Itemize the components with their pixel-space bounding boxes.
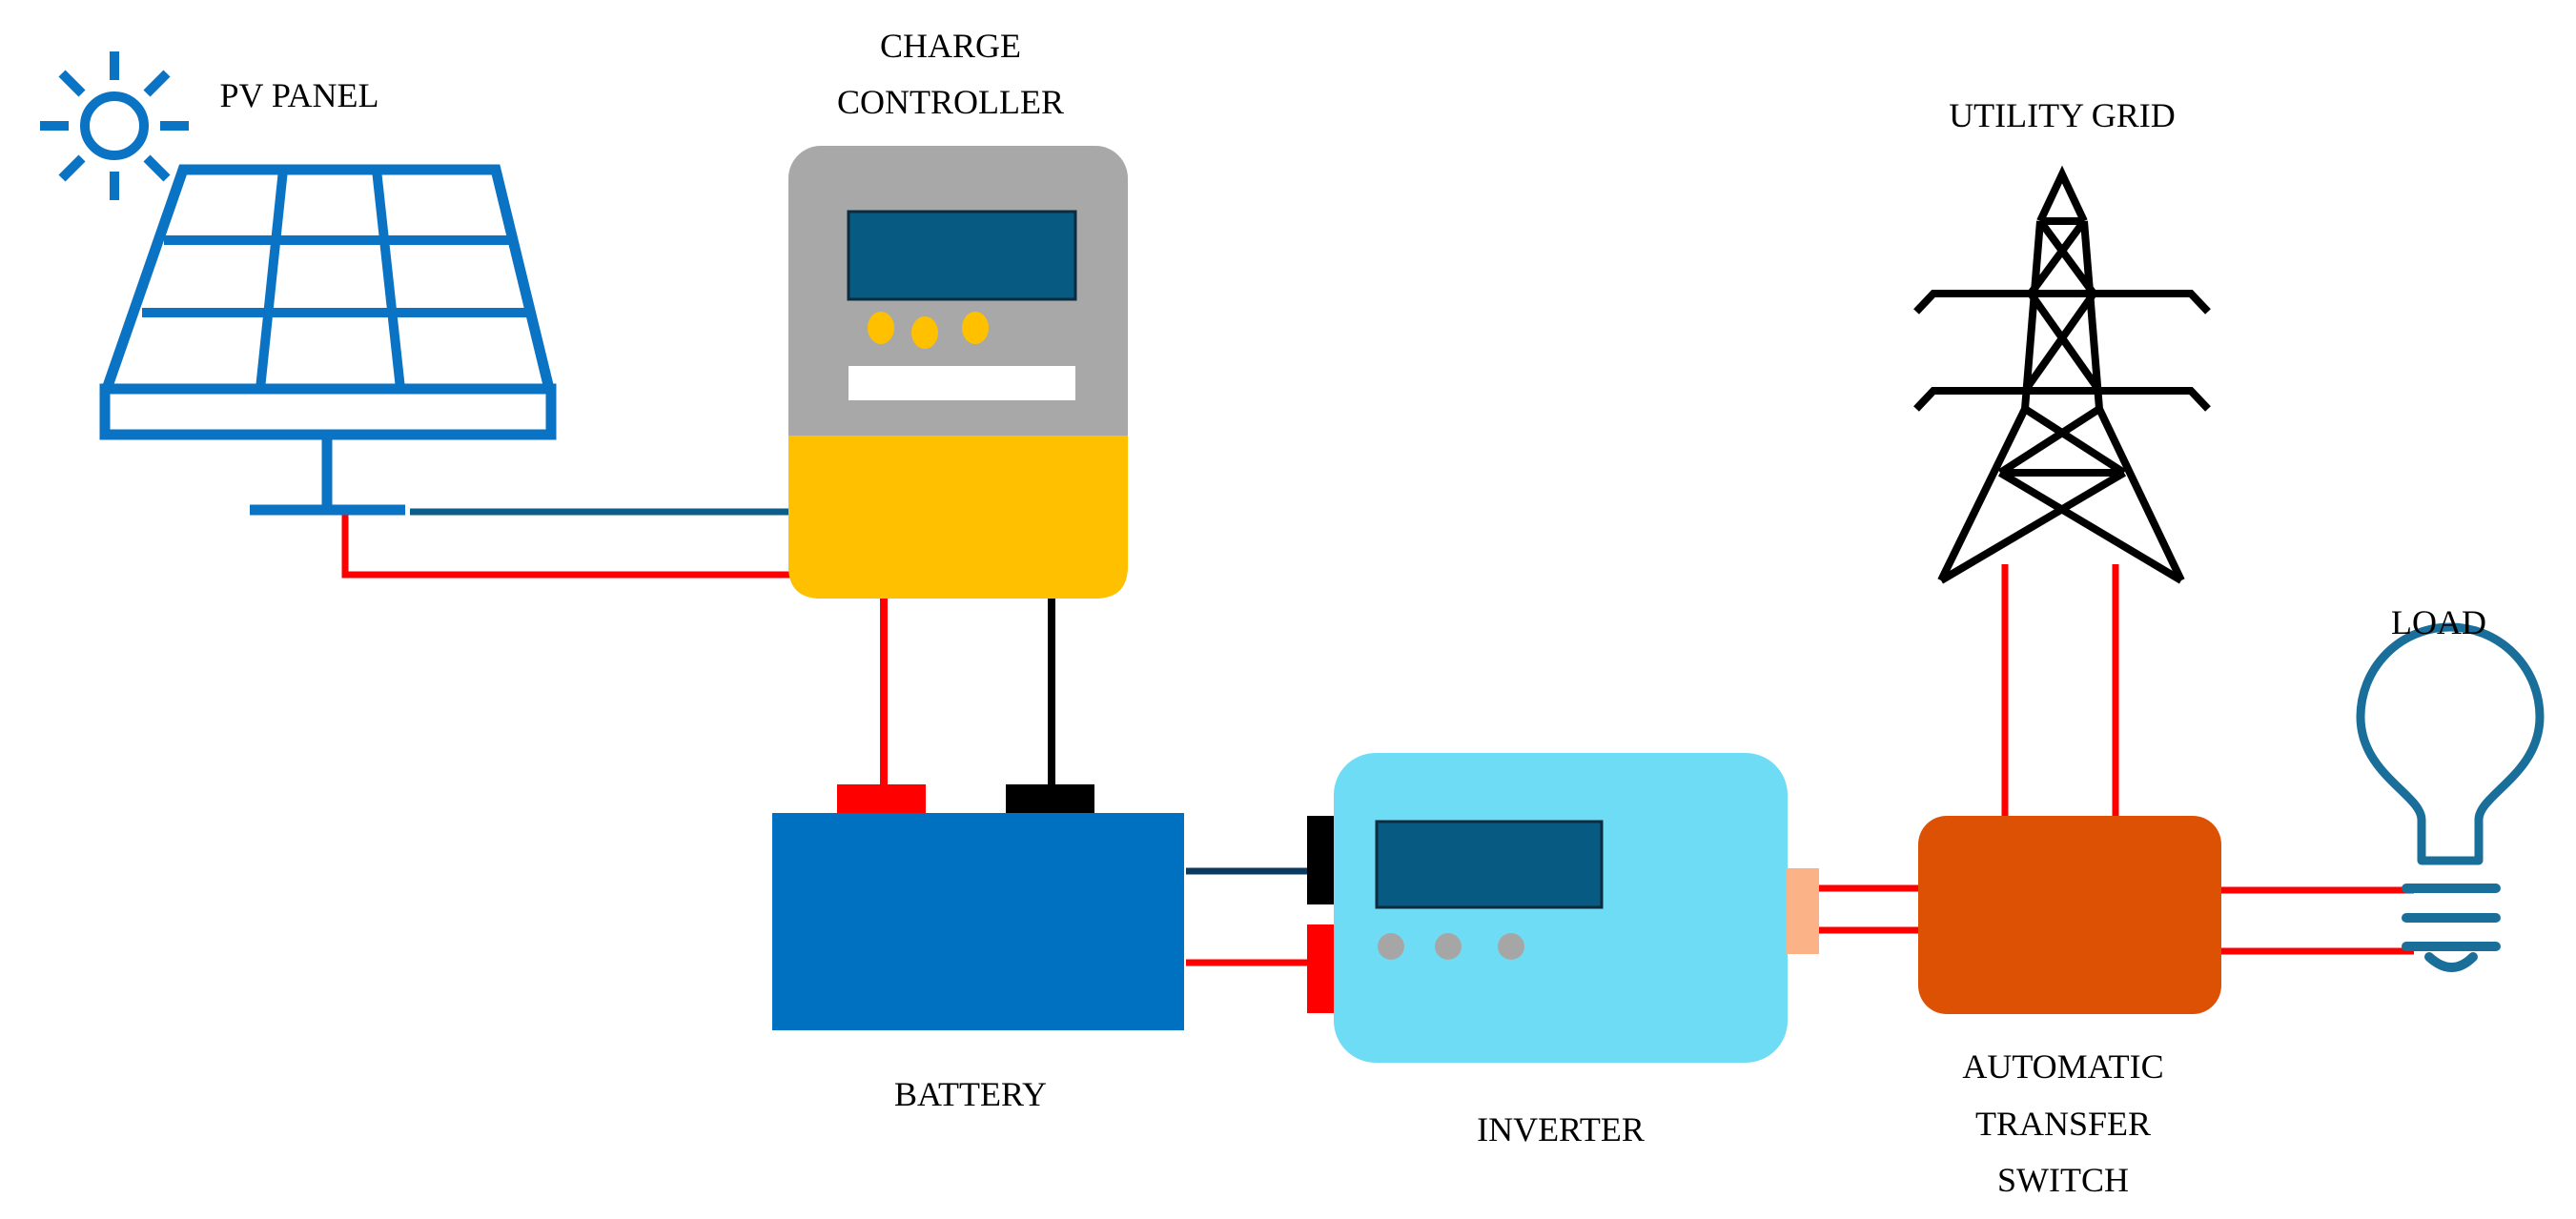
- battery-positive-terminal: [837, 784, 926, 813]
- inverter-display: [1375, 820, 1604, 909]
- inverter: [1307, 753, 1819, 1063]
- charge-controller-label-line2: CONTROLLER: [837, 83, 1064, 121]
- battery-negative-terminal: [1006, 784, 1094, 813]
- pv-positive-wire: [341, 512, 793, 579]
- labels: PV PANEL CHARGE CONTROLLER UTILITY GRID …: [219, 27, 2486, 1199]
- controller-display: [847, 210, 1077, 301]
- inverter-positive-terminal: [1307, 924, 1336, 1013]
- ats-label-line2: TRANSFER: [1975, 1105, 2151, 1143]
- utility-grid-label: UTILITY GRID: [1949, 96, 2176, 134]
- controller-label-strip: [848, 366, 1075, 400]
- sun-icon: [40, 51, 189, 200]
- controller-indicator-light: [868, 312, 894, 344]
- automatic-transfer-switch: [1918, 816, 2221, 1014]
- load-label: LOAD: [2391, 603, 2486, 641]
- charge-controller-label-line1: CHARGE: [880, 27, 1021, 65]
- inverter-indicator: [1378, 933, 1404, 960]
- transmission-tower-icon: [1913, 165, 2211, 584]
- inverter-negative-terminal: [1307, 816, 1336, 904]
- inverter-indicator: [1498, 933, 1524, 960]
- inverter-indicator: [1435, 933, 1462, 960]
- battery-body: [772, 813, 1184, 1030]
- inverter-output-connector: [1787, 868, 1819, 954]
- solar-panel-icon: [99, 164, 557, 516]
- ats-label-line1: AUTOMATIC: [1962, 1047, 2163, 1086]
- controller-indicator-light: [962, 312, 989, 344]
- wires: [341, 508, 2414, 966]
- light-bulb-icon: [2356, 622, 2545, 972]
- battery-label: BATTERY: [894, 1075, 1047, 1113]
- ats-label-line3: SWITCH: [1997, 1161, 2129, 1199]
- controller-indicator-light: [911, 316, 938, 349]
- charge-controller: [788, 146, 1128, 599]
- pv-panel-label: PV PANEL: [219, 76, 378, 114]
- inverter-label: INVERTER: [1477, 1110, 1645, 1148]
- battery: [772, 784, 1184, 1030]
